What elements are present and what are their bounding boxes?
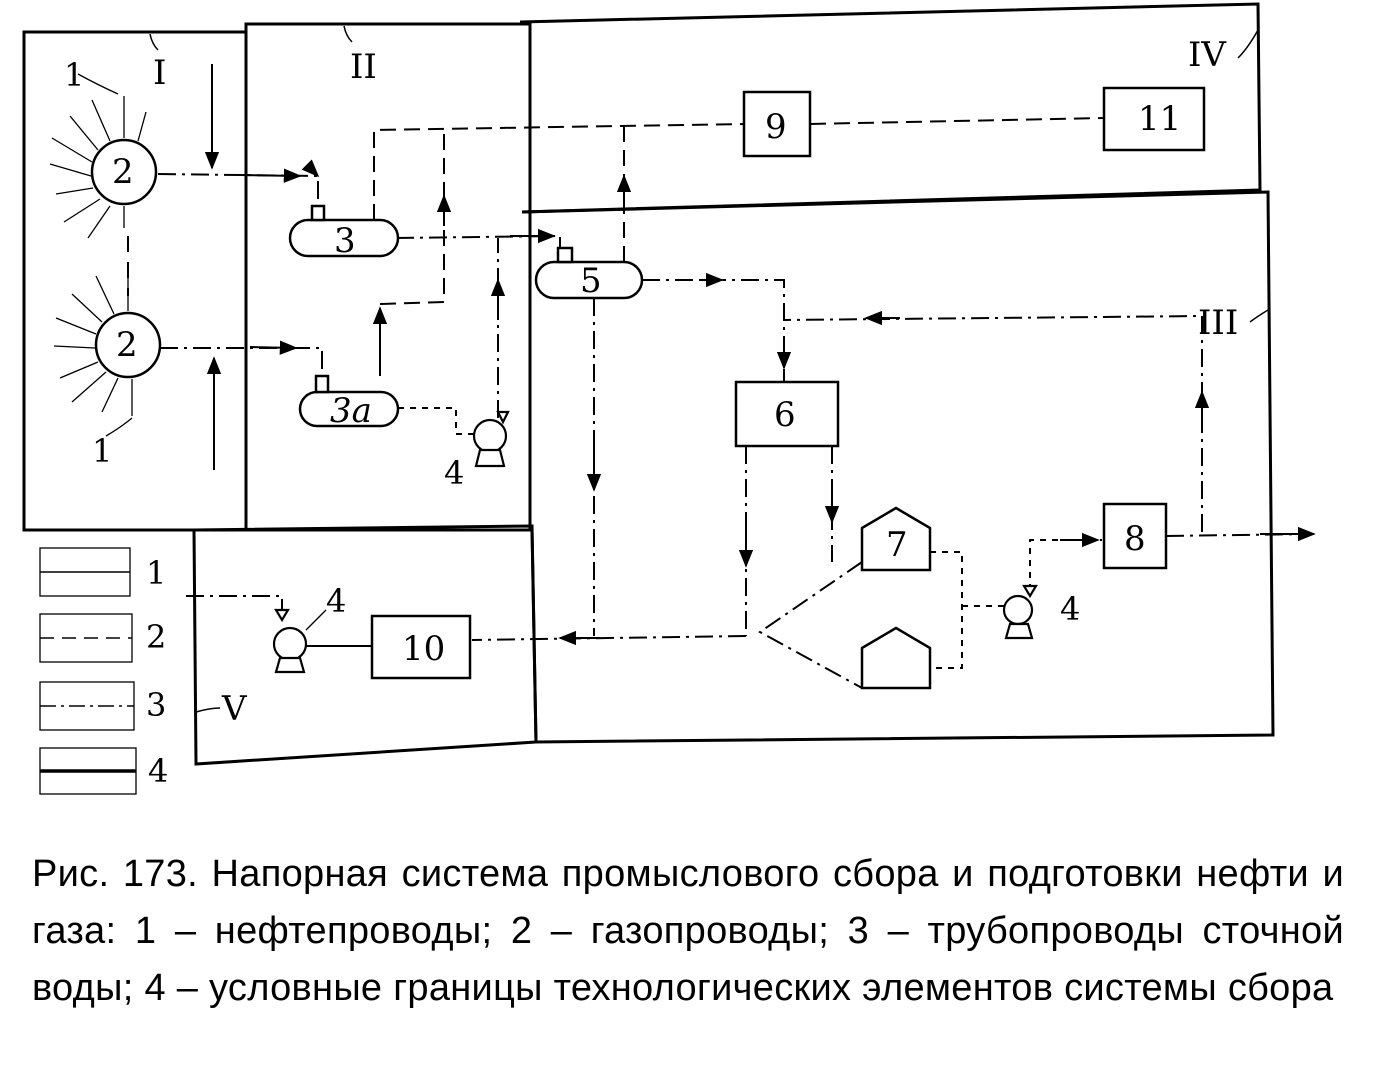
box-9 (742, 90, 812, 158)
caption-items: 1 – нефтепроводы; 2 – газопроводы; 3 – т… (32, 910, 1345, 1009)
gas-sep3-to-9 (373, 123, 745, 220)
well-top-label: 1 (64, 56, 84, 94)
tank-lower (860, 626, 932, 690)
label-pump-zone5: 4 (326, 582, 346, 620)
oil-pump-to-8 (1029, 539, 1102, 590)
label-11: 11 (1138, 99, 1181, 139)
zone-II-boundary (244, 22, 532, 532)
zone-label-II: II (350, 47, 377, 87)
svg-text:1: 1 (146, 554, 166, 592)
tank-7 (860, 506, 932, 572)
legend-item-1: 1 (39, 547, 166, 597)
separator-3 (288, 204, 400, 258)
pump-zone3 (1002, 584, 1038, 640)
distributor (758, 561, 863, 689)
label-5: 5 (580, 261, 602, 301)
pump-zone2 (472, 410, 510, 468)
flow-diagram: I II IV III V 2 1 (22, 2, 1316, 795)
well-top-number: 2 (112, 152, 134, 192)
label-7: 7 (886, 525, 908, 565)
well-top: 2 (49, 96, 158, 239)
zone-label-III: III (1198, 303, 1238, 343)
line-well-to-sep3 (157, 159, 320, 204)
box-11 (1102, 86, 1206, 152)
label-6: 6 (774, 395, 796, 435)
box-8 (1102, 502, 1168, 570)
line-well-to-sep3a (160, 347, 323, 376)
label-8: 8 (1124, 519, 1146, 559)
zone-label-V: V (221, 689, 248, 729)
gas-9-to-11 (809, 117, 1105, 125)
oil-sep3-to-sep5 (395, 234, 561, 248)
recycle-8-to-6 (783, 314, 1203, 532)
svg-text:2: 2 (146, 618, 166, 656)
box-10 (370, 614, 472, 680)
label-9: 9 (765, 107, 787, 147)
figure-caption: Рис. 173. Напорная система промыслового … (32, 846, 1344, 1017)
zone-boundaries (22, 2, 1275, 766)
label-pump-zone2: 4 (444, 454, 464, 492)
label-3a: 3a (330, 391, 372, 431)
label-10: 10 (402, 629, 445, 669)
water-zone-v (186, 595, 283, 610)
water-to-10 (471, 635, 747, 641)
well-bottom-label: 1 (92, 432, 112, 470)
well-bottom-number: 2 (116, 325, 138, 365)
oil-sep5-to-6 (642, 279, 785, 382)
legend: 1 2 3 4 (39, 547, 168, 795)
label-pump-zone3: 4 (1060, 590, 1080, 628)
oil-sep3a-to-pump (398, 407, 474, 435)
caption-lead: Рис. 173. Напорная система промыслового … (32, 853, 1344, 952)
pump-zone5 (272, 608, 308, 674)
well-bottom: 2 (53, 270, 162, 416)
legend-item-4: 4 (39, 747, 168, 795)
label-3: 3 (334, 221, 356, 261)
zone-label-I: I (153, 53, 166, 93)
separator-3a (298, 374, 400, 428)
separator-5 (534, 246, 644, 300)
tank7-outlet (930, 551, 963, 669)
legend-item-2: 2 (39, 613, 166, 663)
legend-item-3: 3 (39, 681, 166, 731)
svg-text:4: 4 (148, 752, 168, 790)
oil-8-out (1165, 533, 1313, 537)
svg-text:3: 3 (146, 686, 166, 724)
zone-label-IV: IV (1188, 35, 1227, 75)
zone-V-boundary (192, 524, 538, 766)
box-6 (734, 380, 840, 448)
